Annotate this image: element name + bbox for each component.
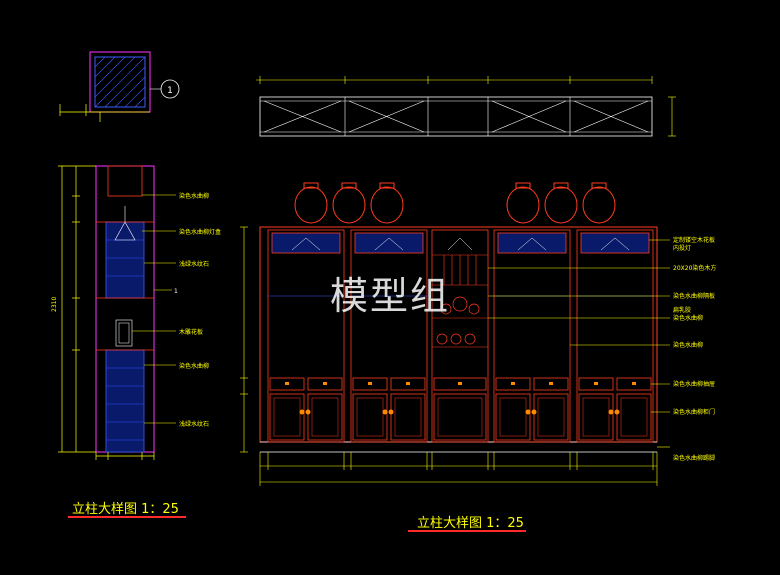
- right-callout-10: 染色水曲柳踢脚: [673, 454, 715, 462]
- left-drawing-title: 立柱大样图 1：25: [72, 502, 179, 517]
- right-callout-8: 染色水曲柳抽屉: [673, 380, 715, 388]
- watermark: 模型组: [330, 274, 451, 318]
- left-marker: 1: [174, 288, 178, 295]
- left-callout-6: 浅绿水纹石: [179, 420, 209, 428]
- column-section-detail: 1: [59, 51, 180, 122]
- left-callout-3: 浅绿水纹石: [179, 260, 209, 268]
- right-callout-1: 定制镂空木花板: [673, 236, 715, 244]
- right-callout-2: 内投灯: [673, 244, 691, 252]
- right-drawing-title: 立柱大样图 1：25: [417, 516, 524, 531]
- height-dimension: 2310: [51, 297, 58, 312]
- detail-marker-label: 1: [167, 86, 173, 96]
- left-callout-1: 染色水曲柳: [179, 192, 209, 200]
- right-callout-3: 20X20染色木方: [673, 264, 716, 272]
- right-callout-5: 扁乳胶: [673, 306, 691, 314]
- carved-panel: [115, 319, 133, 347]
- left-callout-2: 染色水曲柳灯盒: [179, 228, 221, 236]
- decorative-jars: [294, 182, 616, 224]
- right-callout-9: 染色水曲柳柜门: [673, 408, 715, 416]
- cabinet-front-elevation: 定制镂空木花板 内投灯 20X20染色木方 染色水曲柳隔板 扁乳胶 染色水曲柳 …: [240, 182, 716, 486]
- cabinet-plan-view: [256, 76, 676, 137]
- right-callout-6: 染色水曲柳: [673, 314, 703, 322]
- right-callout-4: 染色水曲柳隔板: [673, 292, 715, 300]
- column-elevation: 2310 1 染色水曲柳 染色水曲柳灯盒 浅绿水纹石 木雕花板 染色水曲柳 浅绿…: [51, 165, 221, 460]
- left-callout-4: 木雕花板: [179, 328, 203, 336]
- right-callout-7: 染色水曲柳: [673, 341, 703, 349]
- left-callout-5: 染色水曲柳: [179, 362, 209, 370]
- left-title-underline: [68, 516, 186, 518]
- right-title-underline: [408, 530, 526, 532]
